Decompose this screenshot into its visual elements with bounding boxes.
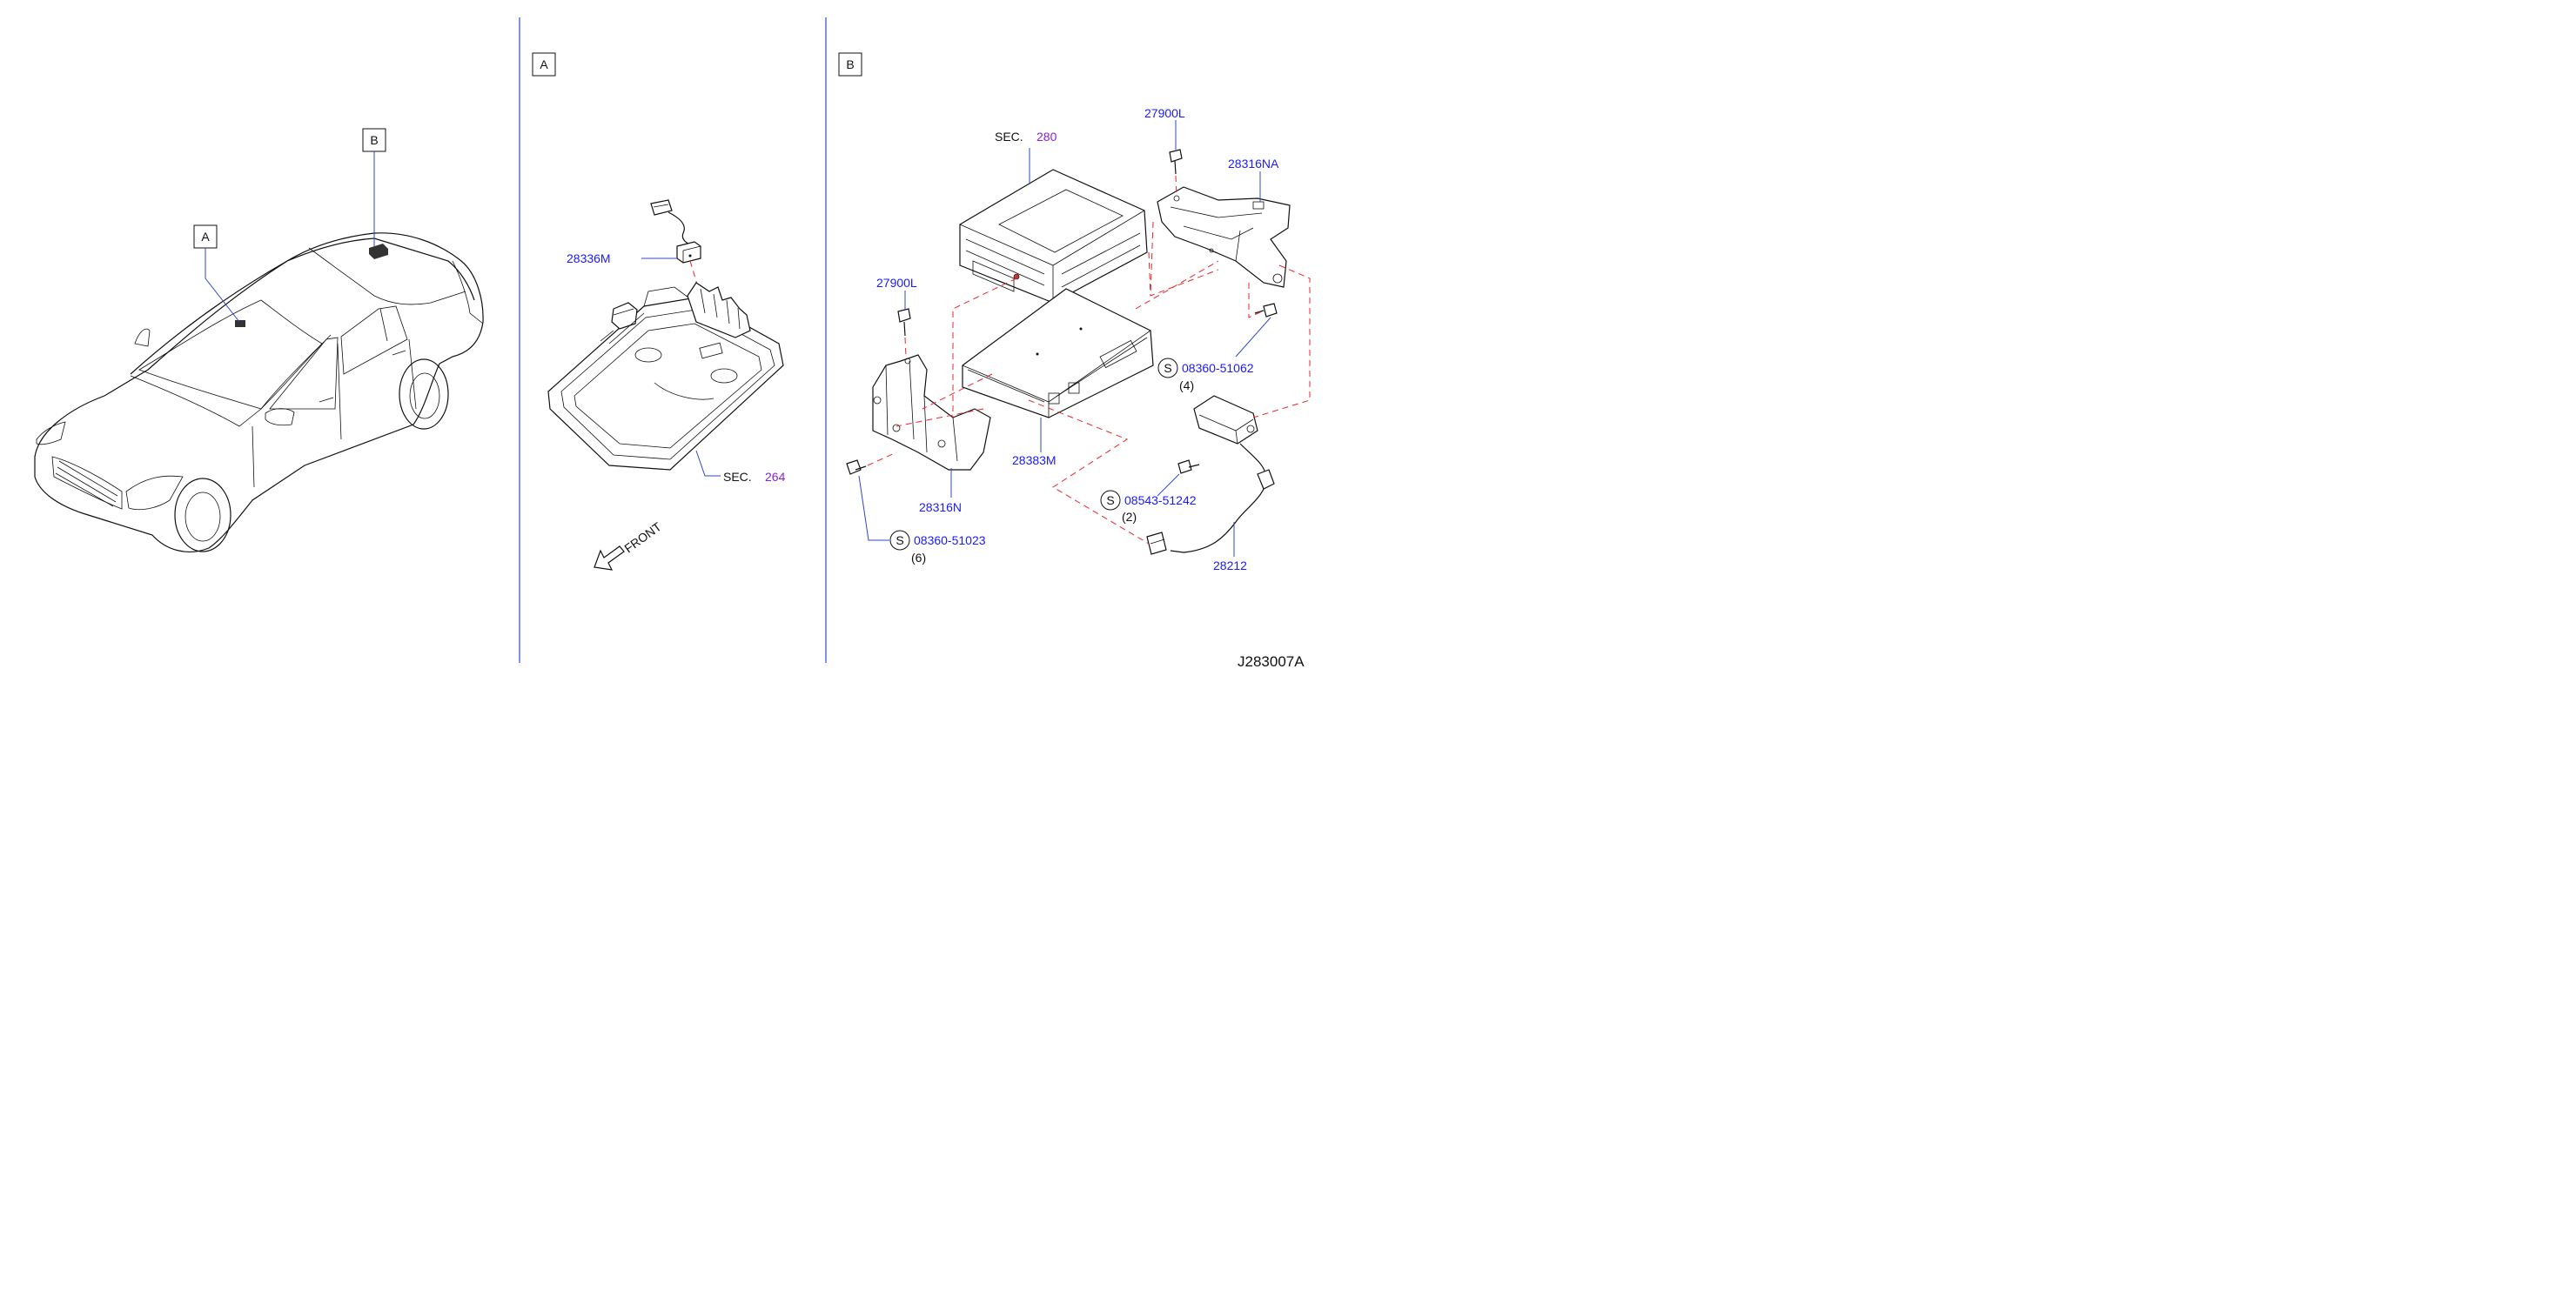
callout-b: B bbox=[362, 128, 386, 246]
std-qty-08543-51242: (2) bbox=[1122, 510, 1137, 524]
sec-264-prefix: SEC. bbox=[723, 470, 752, 484]
part-label-28316n: 28316N bbox=[919, 500, 962, 514]
part-label-27900l-top: 27900L bbox=[1144, 106, 1185, 120]
map-lamp-drawing bbox=[547, 282, 784, 471]
guide-bolt-left bbox=[904, 337, 907, 358]
standard-part-08543-51242: S 08543-51242 (2) bbox=[1100, 473, 1197, 524]
leader-08360-51062 bbox=[1235, 317, 1271, 358]
std-number-08360-51023: 08360-51023 bbox=[914, 533, 986, 547]
std-symbol-08360-51062: S bbox=[1164, 361, 1171, 375]
diagram-code: J283007A bbox=[1238, 653, 1305, 670]
sensor-28336m-drawing bbox=[650, 199, 701, 264]
std-symbol-08360-51023: S bbox=[896, 533, 903, 547]
view-b-label: B bbox=[846, 57, 854, 71]
part-label-28336m: 28336M bbox=[567, 251, 611, 265]
leader-08360-51023 bbox=[858, 475, 889, 541]
assembly-guide-lines bbox=[896, 221, 1311, 545]
map-lamp-marker bbox=[235, 320, 245, 327]
screw-08360-51023-drawing bbox=[846, 459, 867, 475]
front-arrow: FRONT bbox=[594, 519, 664, 571]
leader-08543-51242 bbox=[1157, 473, 1180, 497]
callout-a: A bbox=[193, 224, 240, 323]
guide-sensor-to-lamp bbox=[689, 260, 701, 297]
front-label: FRONT bbox=[621, 519, 664, 556]
callout-b-label: B bbox=[370, 133, 378, 147]
car-illustration bbox=[34, 232, 484, 552]
sec-280-prefix: SEC. bbox=[995, 130, 1023, 144]
sensor-28212-drawing bbox=[1146, 395, 1275, 555]
guide-screw-left bbox=[867, 452, 897, 466]
guide-bolt-top bbox=[1175, 175, 1177, 197]
unit-28383m-drawing bbox=[962, 288, 1154, 418]
screw-08360-51062-drawing bbox=[1254, 303, 1278, 318]
sec-280-number: 280 bbox=[1036, 130, 1057, 144]
view-b-heading: B bbox=[838, 52, 862, 77]
std-qty-08360-51062: (4) bbox=[1179, 378, 1194, 392]
callout-a-label: A bbox=[201, 230, 210, 244]
sec-264-number: 264 bbox=[765, 470, 786, 484]
part-label-28212: 28212 bbox=[1213, 559, 1247, 572]
upper-unit-sec-280-drawing bbox=[959, 169, 1148, 304]
std-symbol-08543-51242: S bbox=[1106, 493, 1114, 507]
standard-part-08360-51023: S 08360-51023 (6) bbox=[889, 530, 986, 565]
bracket-28316na-drawing bbox=[1157, 186, 1291, 288]
screw-08543-51242-drawing bbox=[1177, 459, 1200, 474]
bolt-27900l-left-drawing bbox=[897, 308, 911, 337]
bolt-27900l-top-drawing bbox=[1169, 149, 1183, 175]
roof-module-marker bbox=[369, 244, 388, 259]
standard-part-08360-51062: S 08360-51062 (4) bbox=[1157, 358, 1254, 392]
view-a-label: A bbox=[540, 57, 548, 71]
bracket-28316n-drawing bbox=[872, 354, 991, 471]
part-label-28383m: 28383M bbox=[1012, 453, 1057, 467]
view-a-heading: A bbox=[532, 52, 556, 77]
part-label-28316na: 28316NA bbox=[1228, 157, 1279, 171]
leader-sec-264 bbox=[695, 450, 721, 477]
std-qty-08360-51023: (6) bbox=[911, 551, 926, 565]
std-number-08360-51062: 08360-51062 bbox=[1182, 361, 1254, 375]
std-number-08543-51242: 08543-51242 bbox=[1124, 493, 1197, 507]
parts-diagram: A B A SEC. 264 2833 bbox=[34, 17, 1311, 670]
part-label-27900l-left: 27900L bbox=[876, 276, 917, 290]
